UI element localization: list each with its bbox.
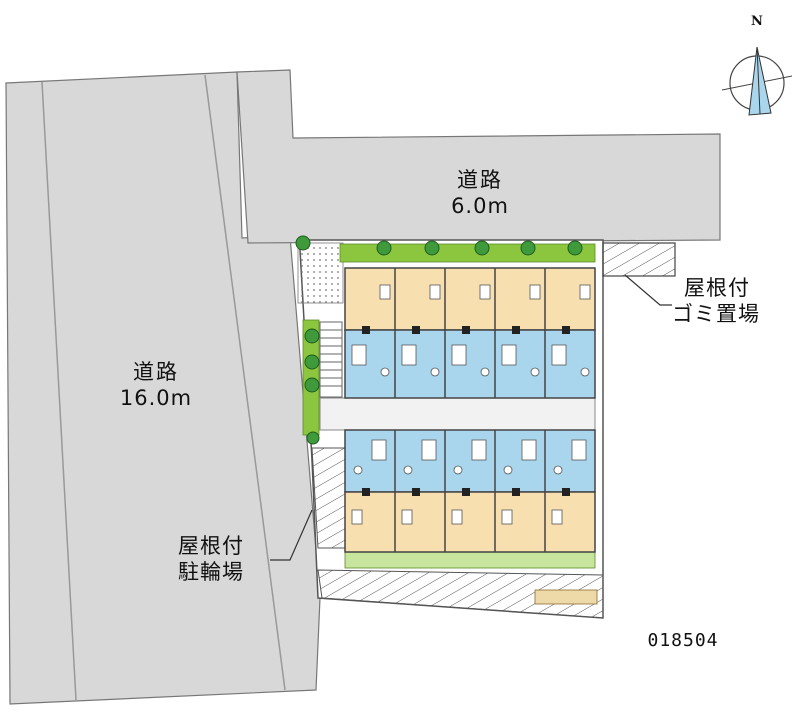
planting-strip-bottom	[344, 551, 596, 569]
garbage-leader-line	[624, 274, 672, 306]
bicycle-callout-line1: 屋根付	[178, 534, 244, 558]
garbage-callout-line2: ゴミ置場	[672, 302, 760, 326]
garbage-callout-line1: 屋根付	[684, 276, 750, 300]
road-6m-name: 道路	[457, 168, 503, 192]
trees	[295, 235, 583, 445]
planting-strip-bottom-right	[534, 589, 598, 605]
stairs	[319, 321, 343, 398]
entrance-gravel	[297, 242, 344, 304]
road-16m-name: 道路	[133, 360, 179, 384]
compass-north-label: N	[751, 14, 763, 29]
bicycle-callout: 屋根付 駐輪場	[178, 533, 278, 585]
property-code: 018504	[647, 630, 719, 651]
compass-icon	[721, 46, 793, 116]
building-south	[344, 429, 596, 553]
garbage-area	[602, 242, 676, 277]
bicycle-parking-area	[311, 447, 346, 549]
bottom-walkway	[317, 569, 604, 619]
road-6m-width: 6.0m	[451, 194, 509, 218]
building-north	[344, 267, 596, 399]
road-lane-line	[41, 81, 77, 701]
bicycle-leader-line	[270, 509, 313, 561]
garbage-callout: 屋根付 ゴミ置場	[672, 275, 782, 327]
road-16m-width: 16.0m	[119, 386, 193, 410]
corridor	[319, 397, 596, 431]
road-lane-line	[204, 74, 286, 691]
road-6m	[236, 69, 721, 244]
bicycle-callout-line2: 駐輪場	[178, 560, 244, 584]
